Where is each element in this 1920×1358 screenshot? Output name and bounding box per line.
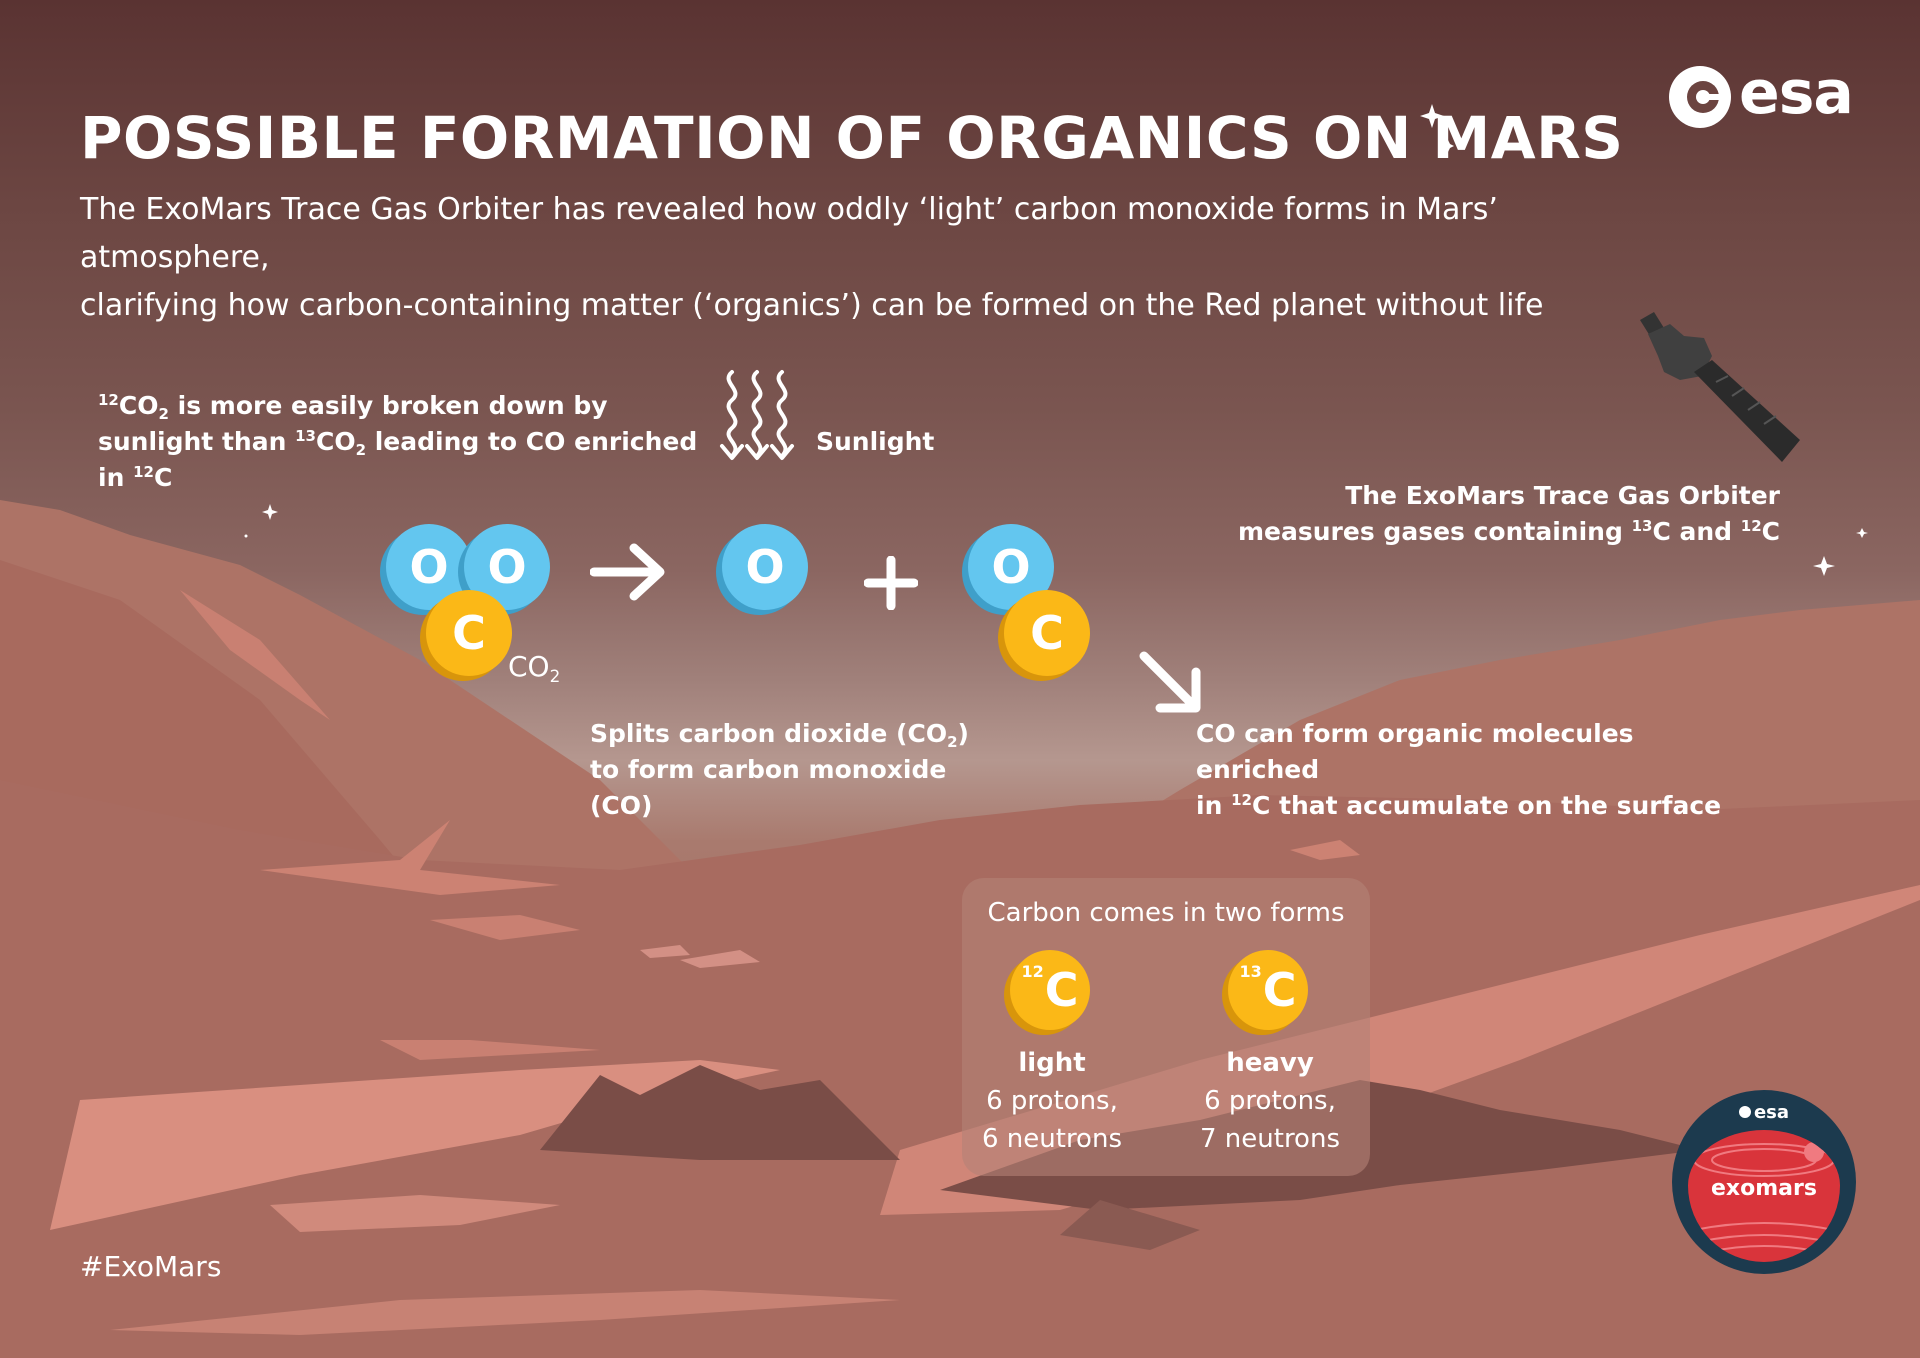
orbiter-note-line-2: measures gases containing 13C and 12C	[1238, 517, 1780, 546]
co2-carbon-atom: C	[426, 590, 512, 676]
organic-note-line-1: CO can form organic molecules enriched	[1196, 719, 1634, 784]
organic-note: CO can form organic molecules enriched i…	[1196, 716, 1756, 824]
diagonal-arrow-icon	[1139, 651, 1201, 713]
subtitle-line-1: The ExoMars Trace Gas Orbiter has reveal…	[80, 192, 1498, 275]
subtitle-line-2: clarifying how carbon-containing matter …	[80, 288, 1544, 323]
orbiter-note-line-1: The ExoMars Trace Gas Orbiter	[1345, 481, 1780, 510]
hashtag: #ExoMars	[80, 1250, 222, 1283]
exomars-badge-planet	[1688, 1130, 1840, 1262]
trace-gas-orbiter-icon	[1640, 312, 1800, 462]
split-note-line-1: Splits carbon dioxide (CO2)	[590, 719, 969, 752]
badge-esa-icon	[1738, 1106, 1751, 1118]
esa-logo-text: esa	[1739, 58, 1854, 128]
badge-esa-label: esa	[1672, 1102, 1856, 1123]
page-title: POSSIBLE FORMATION OF ORGANICS ON MARS	[80, 104, 1624, 172]
heavy-carbon-name: heavy	[1226, 1048, 1314, 1078]
light-carbon-neutrons: 6 neutrons	[981, 1124, 1122, 1154]
orbiter-note: The ExoMars Trace Gas Orbiter measures g…	[1200, 478, 1780, 550]
isotopes-heading: Carbon comes in two forms	[987, 898, 1345, 928]
reaction-arrow-icon	[590, 543, 665, 601]
sunlight-label: Sunlight	[816, 427, 935, 456]
sunlight-note-line-1: 12CO2 is more easily broken down by	[98, 391, 608, 424]
sunlight-note-line-2: sunlight than 13CO2 leading to CO enrich…	[98, 427, 698, 492]
light-carbon-info: light 6 protons, 6 neutrons	[962, 1044, 1142, 1158]
split-note: Splits carbon dioxide (CO2) to form carb…	[590, 716, 1010, 824]
split-note-line-2: to form carbon monoxide (CO)	[590, 755, 947, 820]
co2-label: CO2	[508, 650, 561, 686]
heavy-carbon-info: heavy 6 protons, 7 neutrons	[1180, 1044, 1360, 1158]
plus-icon	[864, 556, 918, 610]
badge-mission-label: exomars	[1711, 1176, 1817, 1201]
organic-note-line-2: in 12C that accumulate on the surface	[1196, 791, 1722, 820]
product-oxygen-atom: O	[722, 524, 808, 610]
sunlight-note: 12CO2 is more easily broken down by sunl…	[98, 388, 708, 496]
exomars-badge: esa exomars	[1672, 1090, 1856, 1274]
esa-logo: esa	[1667, 58, 1854, 128]
light-carbon-name: light	[1018, 1048, 1086, 1078]
esa-logo-icon	[1669, 66, 1731, 128]
co-carbon-atom: C	[1004, 590, 1090, 676]
heavy-carbon-protons: 6 protons,	[1204, 1086, 1336, 1116]
heavy-carbon-neutrons: 7 neutrons	[1199, 1124, 1340, 1154]
sunlight-rays-icon	[720, 370, 794, 460]
page-subtitle: The ExoMars Trace Gas Orbiter has reveal…	[80, 186, 1640, 330]
badge-orbit-lines	[1693, 1142, 1835, 1253]
light-carbon-protons: 6 protons,	[986, 1086, 1118, 1116]
